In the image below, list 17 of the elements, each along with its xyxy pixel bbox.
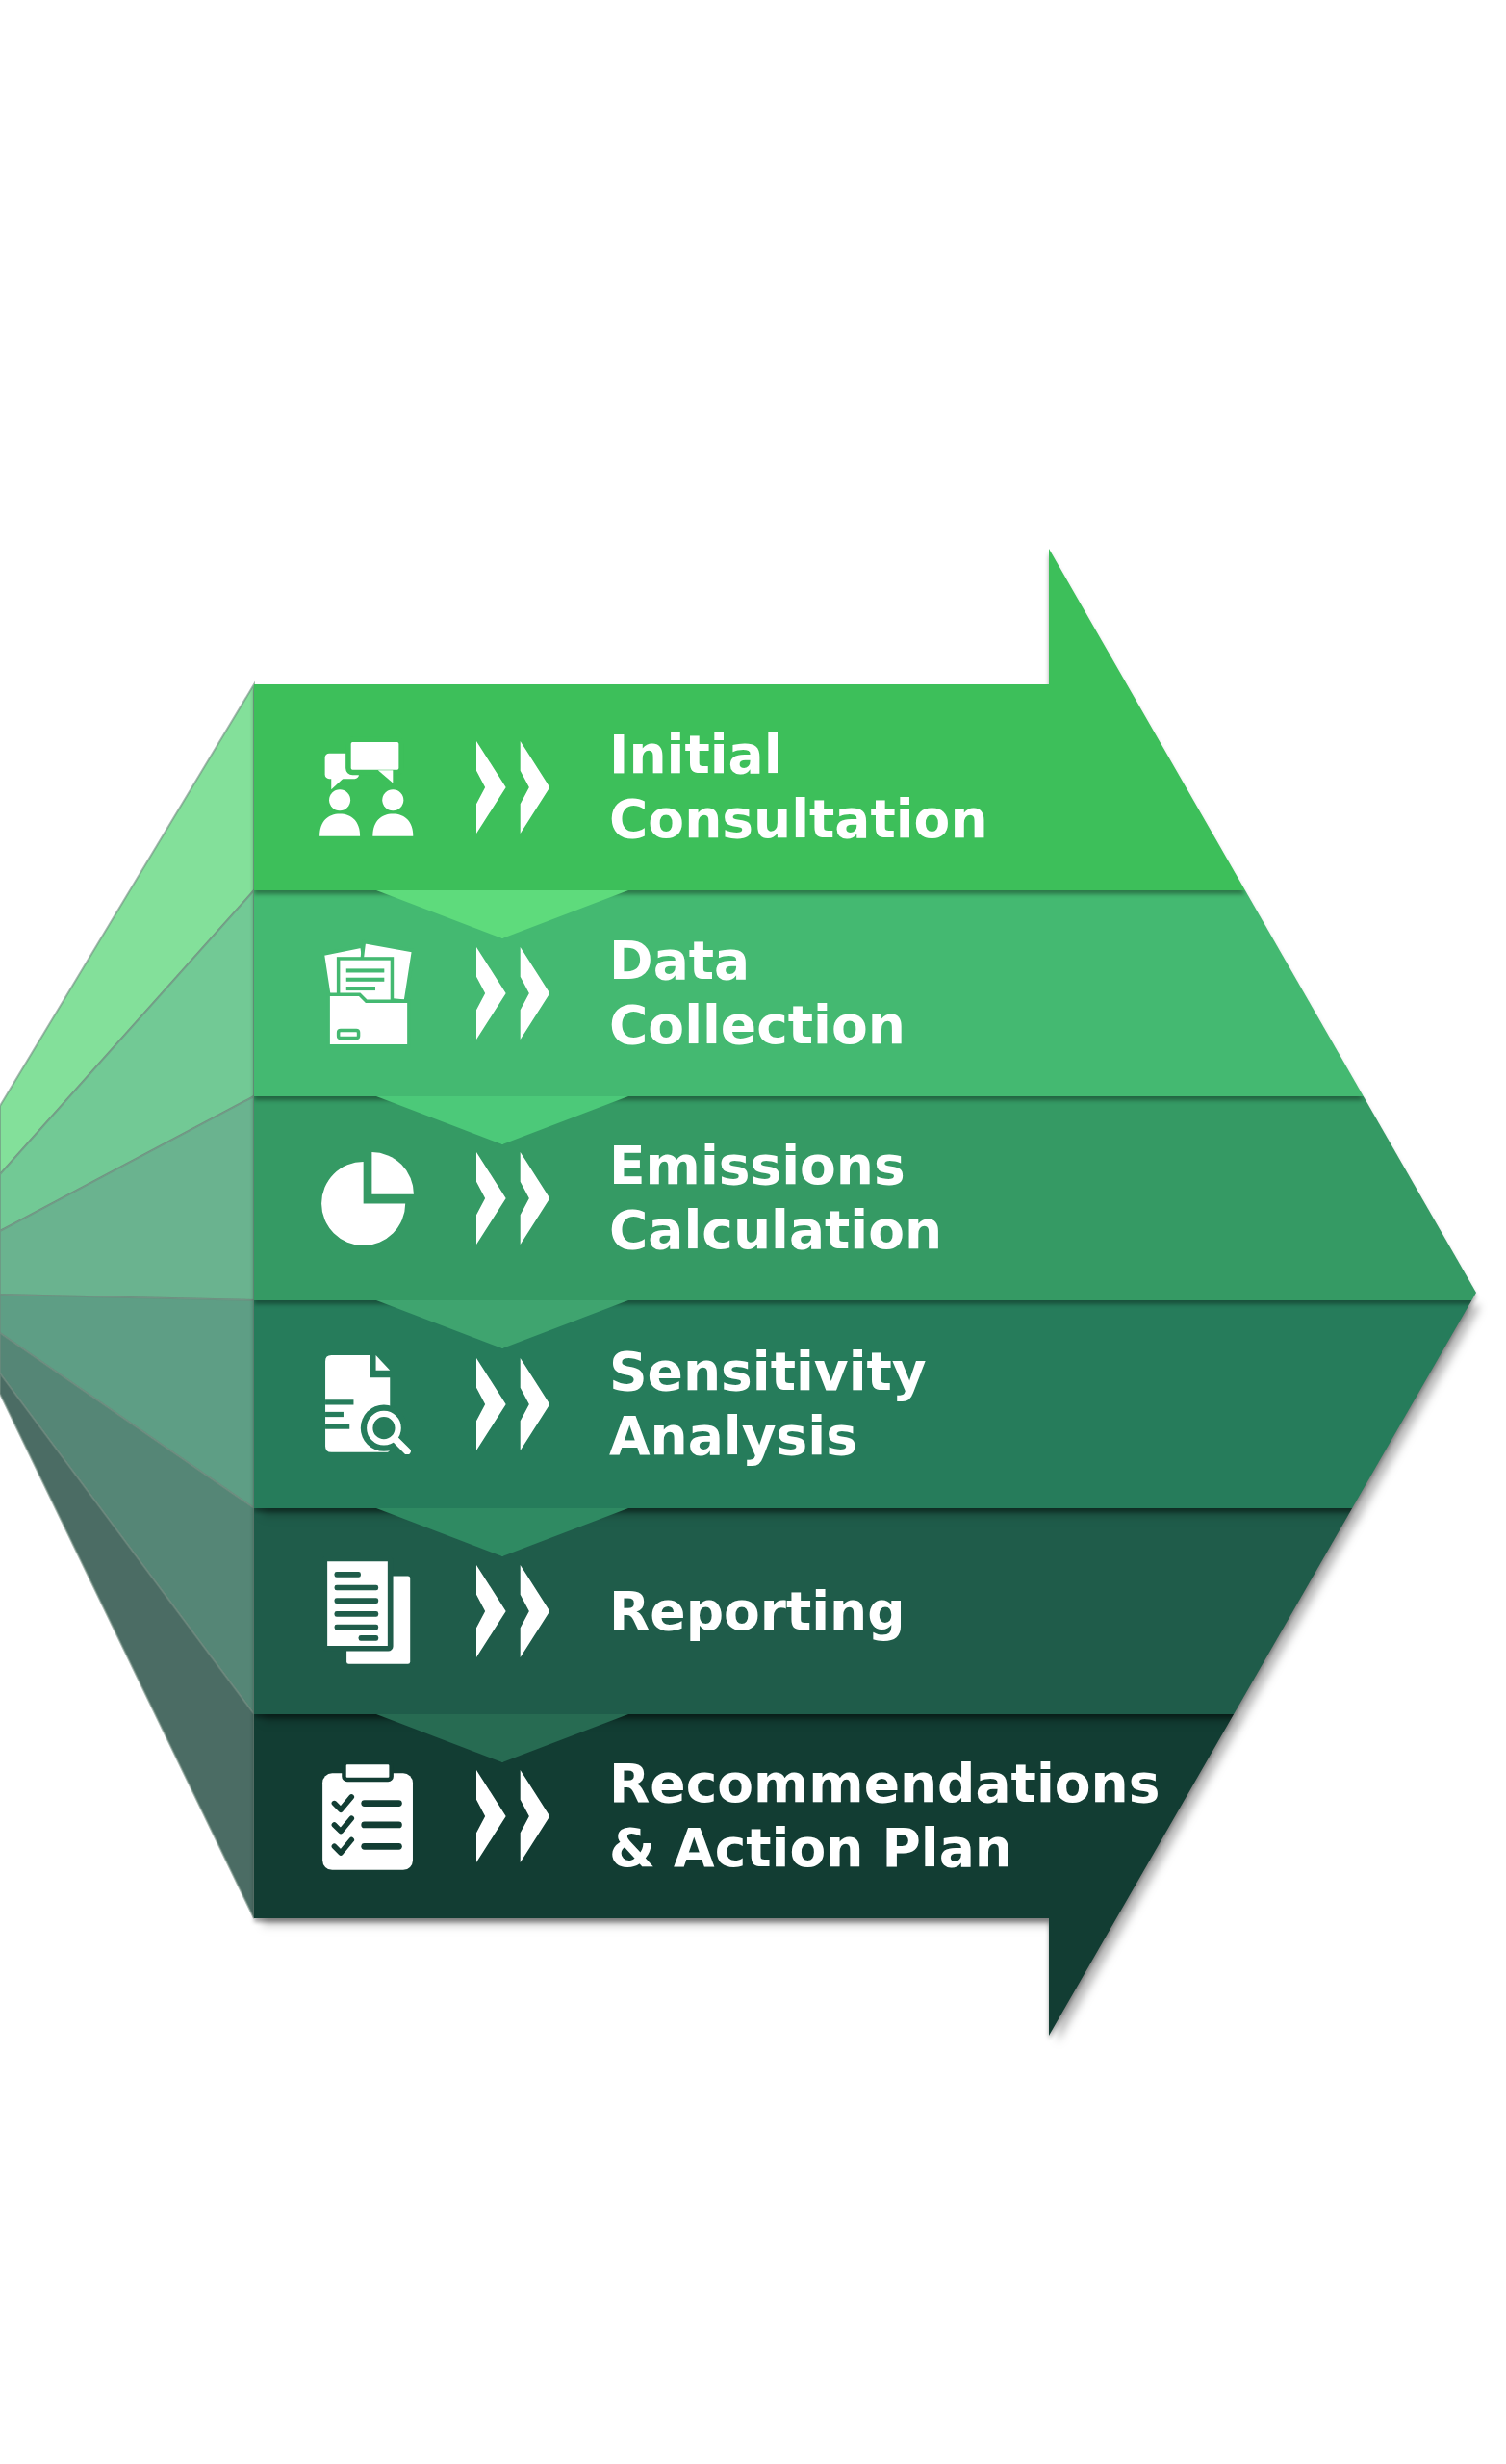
step-title: Emissions Calculation [609, 1134, 944, 1263]
step-title: Data Collection [609, 929, 906, 1058]
chevron-arrow [376, 1713, 628, 1763]
process-step-band [254, 1714, 1235, 2036]
process-step-band [254, 890, 1364, 1096]
chevron-arrow [376, 1507, 628, 1557]
step-title: Reporting [609, 1578, 906, 1644]
process-step-band [254, 1508, 1353, 1714]
step-title: Sensitivity Analysis [609, 1340, 928, 1469]
chevron-arrow [376, 1299, 628, 1349]
chevron-arrow [376, 889, 628, 939]
process-step-band [254, 1300, 1472, 1508]
chevron-arrow [376, 1095, 628, 1145]
step-title: Recommendations & Action Plan [609, 1752, 1161, 1881]
step-title: Initial Consultation [609, 723, 989, 852]
process-step-band [254, 549, 1245, 890]
process-step-band [254, 1096, 1476, 1300]
